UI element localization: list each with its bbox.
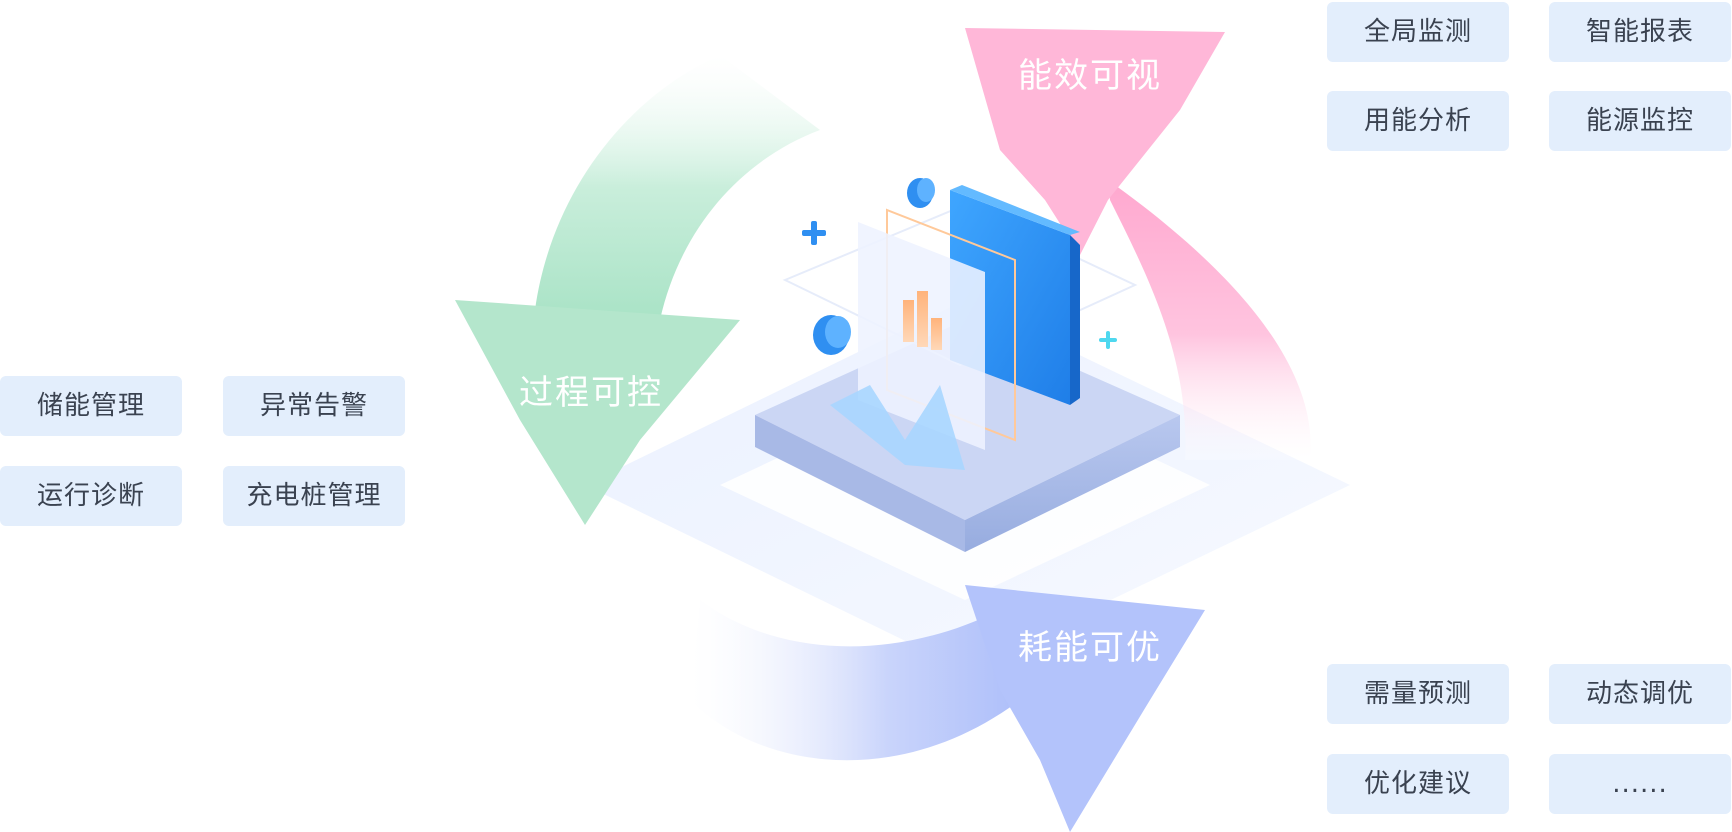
tag-dynamic-tuning: 动态调优 (1549, 664, 1731, 724)
blue-arrow-body (690, 600, 1020, 761)
cylinder-icon (907, 178, 935, 208)
base-right-side (965, 415, 1180, 552)
tag-more: ...... (1549, 754, 1731, 814)
tag-storage-management: 储能管理 (0, 376, 182, 436)
pink-arrow-head (965, 28, 1225, 255)
green-arrow-head (455, 300, 740, 525)
bar-chart-icon (903, 291, 942, 350)
blue-arrow-head (965, 585, 1205, 832)
blue-panel-edge (1070, 235, 1080, 405)
plus-icon (1099, 331, 1117, 349)
base-left-side (755, 415, 965, 552)
cycle-label-left: 过程可控 (519, 373, 663, 413)
tag-optimization-advice: 优化建议 (1327, 754, 1509, 814)
tag-global-monitoring: 全局监测 (1327, 2, 1509, 62)
chart-triangle-icon (830, 385, 965, 470)
tag-demand-forecast: 需量预测 (1327, 664, 1509, 724)
blue-panel-top (950, 185, 1080, 235)
pink-arrow-body (1108, 180, 1311, 460)
cycle-label-top-right: 能效可视 (1018, 56, 1162, 96)
plus-icon (802, 221, 826, 245)
cylinder-icon (813, 315, 851, 355)
tag-energy-analysis: 用能分析 (1327, 91, 1509, 151)
tag-energy-monitoring: 能源监控 (1549, 91, 1731, 151)
tag-smart-reports: 智能报表 (1549, 2, 1731, 62)
cycle-label-bottom: 耗能可优 (1018, 628, 1162, 668)
tag-charging-pile-management: 充电桩管理 (223, 466, 405, 526)
tag-anomaly-alerts: 异常告警 (223, 376, 405, 436)
tag-operation-diagnosis: 运行诊断 (0, 466, 182, 526)
green-arrow-body (535, 55, 820, 320)
